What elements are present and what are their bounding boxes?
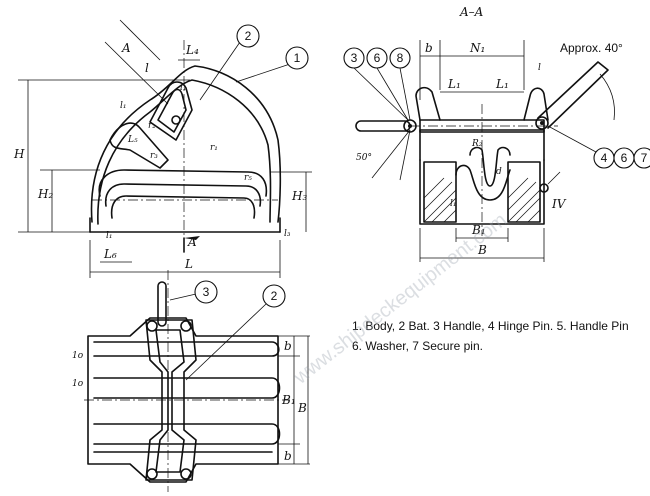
- callout-1-side: 1: [294, 51, 301, 65]
- tick-10a: 1ο: [72, 351, 84, 361]
- label-r1: r₁: [210, 143, 218, 153]
- callout-6-sec: 6: [374, 51, 381, 65]
- angle-note: Approx. 40°: [560, 41, 623, 55]
- label-l4: L₄: [185, 43, 199, 57]
- callout-3-sec: 3: [351, 51, 358, 65]
- dim-n1: N₁: [469, 41, 485, 55]
- dim-l1-sec: l₁: [450, 199, 457, 209]
- callout-3-plan: 3: [203, 285, 210, 299]
- dim-b-sec: b: [425, 41, 433, 55]
- legend-line-2: 6. Washer, 7 Secure pin.: [352, 339, 483, 353]
- dim-b-plan-bottom: b: [284, 449, 292, 463]
- dim-l-right: l: [538, 63, 541, 73]
- section-title: A–A: [459, 5, 484, 19]
- label-r5: r₅: [244, 173, 252, 183]
- dim-l1a: L₁: [447, 77, 461, 91]
- legend-line-1: 1. Body, 2 Bat. 3 Handle, 4 Hinge Pin. 5…: [352, 319, 629, 333]
- label-r3: r₃: [150, 151, 158, 161]
- label-r2: r₂: [148, 121, 156, 131]
- dim-l3: l₃: [284, 229, 291, 239]
- mark-iv: IV: [551, 197, 567, 211]
- callout-6b-sec: 6: [621, 151, 628, 165]
- dim-b1-plan: B₁: [281, 393, 296, 407]
- label-l-top: l: [145, 61, 149, 75]
- section-mark-a: A: [187, 235, 197, 249]
- dim-l: L: [184, 257, 193, 271]
- dim-l6: L₆: [103, 247, 117, 261]
- section-view: A–A Approx. 40°: [343, 5, 650, 262]
- dim-b-plan: B: [297, 401, 307, 415]
- dim-b-total: B: [477, 243, 487, 257]
- dim-h: H: [13, 147, 25, 161]
- label-a: A: [121, 41, 131, 55]
- watermark-text: www.shipdeckequipment.com: [289, 209, 511, 389]
- dim-l4-base: l₁: [106, 231, 113, 241]
- callout-8-sec: 8: [397, 51, 404, 65]
- dim-h2: H₂: [37, 187, 53, 201]
- dim-b-plan-top: b: [284, 339, 292, 353]
- tick-10b: 1ο: [72, 379, 84, 389]
- callout-2-plan: 2: [271, 289, 278, 303]
- angle-50: 50°: [356, 153, 372, 163]
- side-view: A A l L₄ l₁ l₁ r₂ L₅ r₃ r₁ r₅ H H₂ H₃ L: [13, 19, 312, 278]
- dim-l1b: L₁: [495, 77, 509, 91]
- label-l1-left: l₁: [120, 101, 127, 111]
- dim-r2-sec: R₂: [471, 139, 483, 149]
- callout-2-side: 2: [245, 29, 252, 43]
- label-l1: l₁: [180, 83, 187, 93]
- dim-h3: H₃: [291, 189, 307, 203]
- callout-7-sec: 7: [641, 151, 648, 165]
- plan-view: b B₁ B b 1ο 1ο 3 2: [72, 270, 310, 492]
- parts-legend: 1. Body, 2 Bat. 3 Handle, 4 Hinge Pin. 5…: [352, 319, 629, 353]
- label-l5: L₅: [127, 135, 138, 145]
- callout-4-sec: 4: [601, 151, 608, 165]
- dim-b1-sec: B₁: [471, 223, 486, 237]
- dim-d: d: [496, 167, 502, 177]
